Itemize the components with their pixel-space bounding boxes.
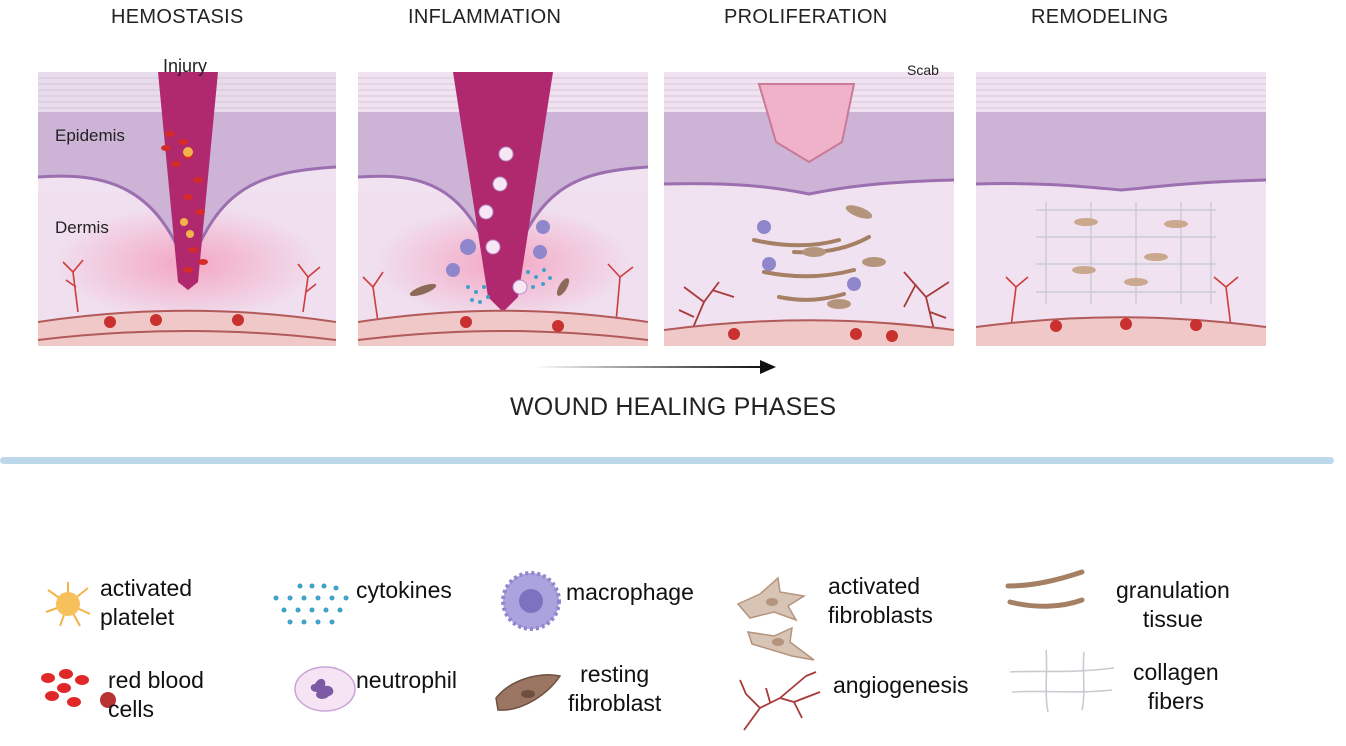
wound: [158, 72, 218, 290]
dermis-label: Dermis: [55, 218, 109, 237]
red-blood-cells-icon: [38, 666, 122, 723]
macrophages: [446, 220, 550, 277]
blood-vessels-left: [62, 259, 321, 313]
neutrophils: [478, 146, 528, 295]
legend-neutrophil: neutrophil: [356, 667, 458, 693]
scab-label: Scab: [907, 62, 939, 78]
cytokines-icon: [270, 580, 354, 637]
neutrophil-icon: [293, 664, 357, 719]
phase-title-hemostasis: HEMOSTASIS: [111, 6, 244, 28]
activated-platelet-icon: [38, 578, 98, 635]
progression-arrow: [534, 356, 780, 378]
macrophage-icon: [498, 568, 564, 639]
inflammation-panel: [358, 72, 648, 346]
wound-healing-phases-caption: WOUND HEALING PHASES: [510, 393, 837, 421]
injury-label: Injury: [163, 56, 208, 76]
legend-cytokines: cytokines: [356, 577, 452, 603]
cytokines: [466, 268, 552, 304]
phase-title-inflammation: INFLAMMATION: [408, 6, 562, 28]
angiogenesis: [678, 271, 950, 338]
collagen-fibers-icon: [1006, 646, 1118, 721]
hemostasis-panel: [38, 72, 336, 346]
section-divider: [0, 457, 1334, 464]
legend-macrophage: macrophage: [566, 579, 694, 605]
activated-platelets: [180, 147, 194, 238]
granulation-tissue-icon: [1004, 568, 1086, 621]
phase-title-proliferation: PROLIFERATION: [724, 6, 888, 28]
phase-title-remodeling: REMODELING: [1031, 6, 1169, 28]
scab: [757, 83, 856, 164]
collagen-fibers: [1036, 202, 1216, 304]
epidermis-label: Epidemis: [55, 126, 125, 145]
granulation-tissue: [752, 235, 871, 302]
angiogenesis-icon: [736, 668, 826, 739]
resting-fibroblast-icon: [492, 668, 564, 723]
remodeling-panel: [976, 72, 1266, 346]
legend-angiogenesis: angiogenesis: [833, 672, 969, 698]
activated-fibroblasts: [802, 205, 886, 309]
proliferation-panel: [664, 72, 954, 346]
activated-fibroblasts-icon: [734, 574, 824, 675]
